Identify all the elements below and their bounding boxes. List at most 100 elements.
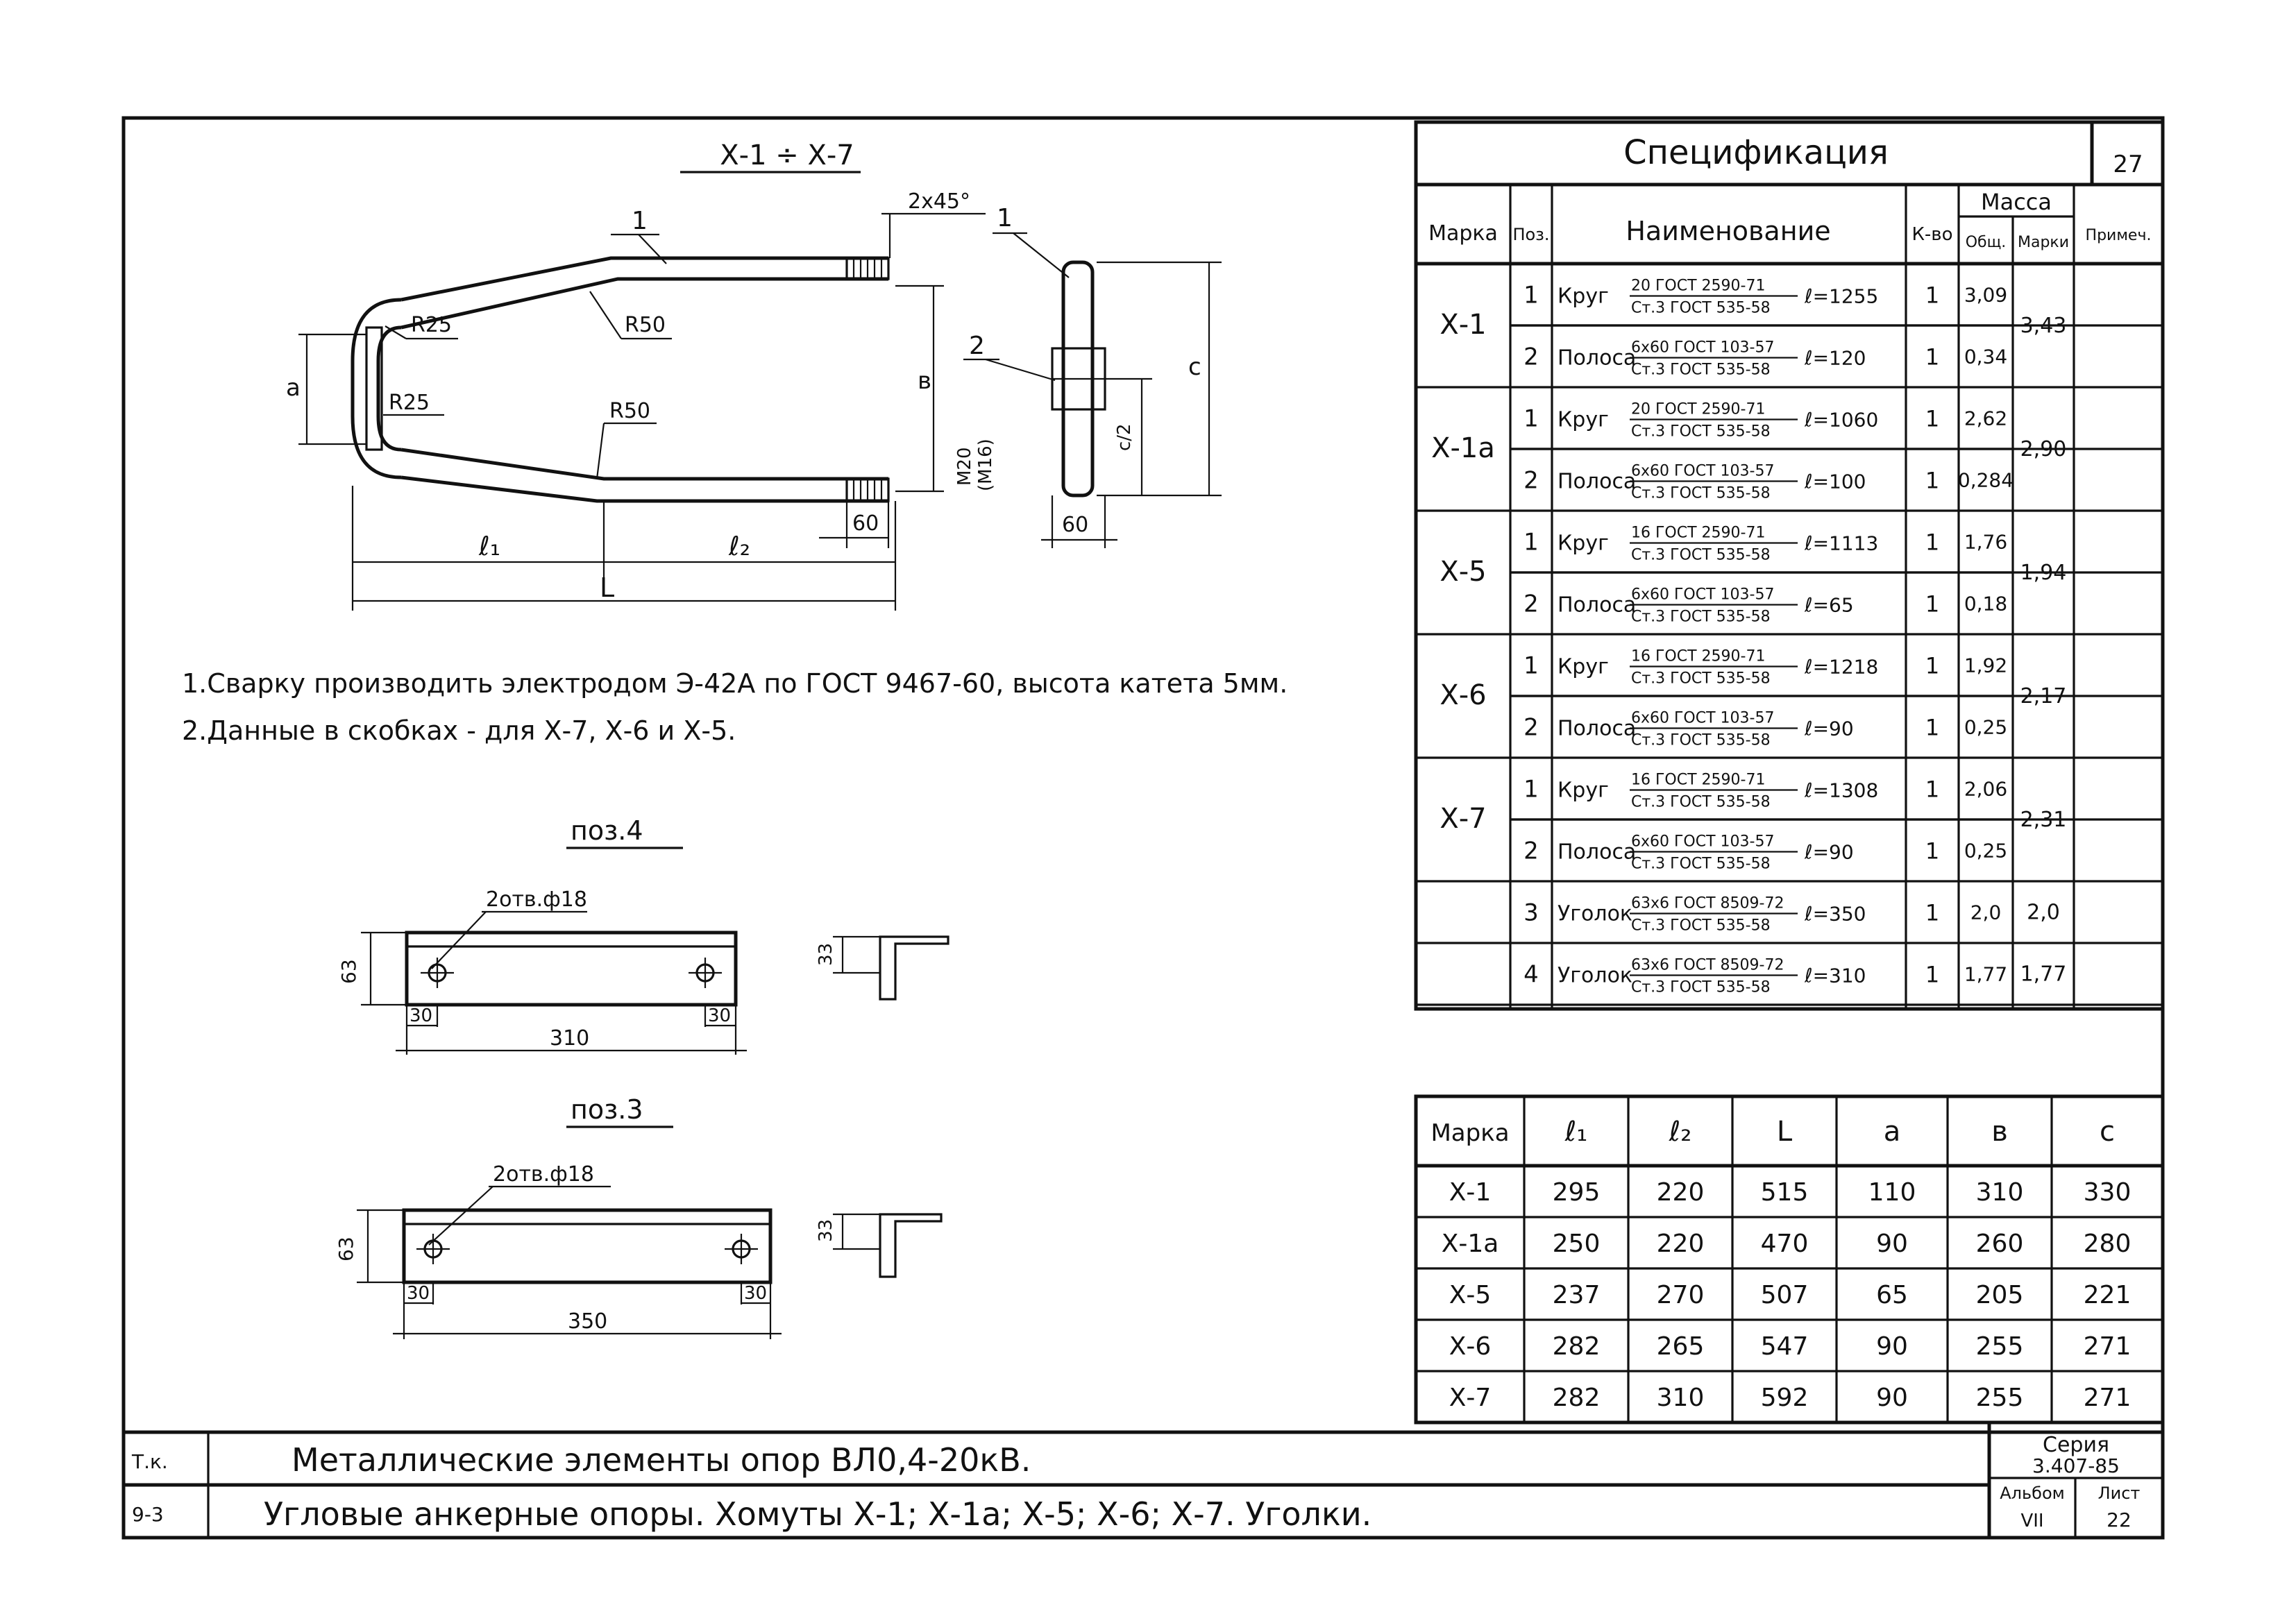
dims-header-cell: ℓ₁ xyxy=(1564,1116,1588,1148)
spec-cell-steel: Ст.3 ГОСТ 535-58 xyxy=(1631,362,1771,379)
dims-cell: Х-6 xyxy=(1449,1332,1492,1361)
spec-cell-pos: 2 xyxy=(1523,343,1539,371)
spec-cell-mark-mass: 1,94 xyxy=(2020,561,2067,585)
spec-cell-length: ℓ=90 xyxy=(1804,717,1854,740)
dims-cell: 470 xyxy=(1761,1230,1809,1258)
pos3-angle-section xyxy=(879,1213,943,1278)
pos3-edge-left: 30 xyxy=(407,1283,430,1304)
dims-cell: 255 xyxy=(1976,1384,2024,1412)
r25-top-label: R25 xyxy=(411,313,452,337)
spec-cell-steel: Ст.3 ГОСТ 535-58 xyxy=(1631,423,1771,441)
spec-cell-length: ℓ=90 xyxy=(1804,841,1854,864)
side-pos1-label: 1 xyxy=(997,204,1013,232)
dims-cell: Х-1а xyxy=(1442,1230,1499,1258)
r50-bot-label: R50 xyxy=(609,399,650,423)
spec-cell-pos: 2 xyxy=(1523,838,1539,865)
spec-cell-length: ℓ=350 xyxy=(1804,903,1866,926)
dim-a-label: а xyxy=(286,374,301,402)
spec-cell-item: Уголок xyxy=(1558,902,1632,926)
stamp-album-label: Альбом xyxy=(2000,1484,2065,1503)
dim-L-label: L xyxy=(600,572,614,603)
side-pos2-label: 2 xyxy=(969,332,985,360)
spec-cell-gost: 63х6 ГОСТ 8509-72 xyxy=(1631,957,1784,974)
dims-cell: 270 xyxy=(1657,1281,1705,1309)
spec-cell-mark-mass: 3,43 xyxy=(2020,314,2067,338)
spec-cell-mass: 0,34 xyxy=(1964,346,2007,368)
spec-cell-qty: 1 xyxy=(1925,282,1939,309)
dims-header-cell: с xyxy=(2100,1116,2115,1148)
dims-cell: 90 xyxy=(1876,1230,1908,1258)
spec-cell-pos: 1 xyxy=(1523,529,1539,556)
spec-cell-steel: Ст.3 ГОСТ 535-58 xyxy=(1631,670,1771,688)
dims-header-cell: ℓ₂ xyxy=(1669,1116,1692,1148)
pos4-angle-section xyxy=(879,935,949,1001)
pos4-length-label: 310 xyxy=(550,1026,589,1051)
spec-cell-mass: 0,25 xyxy=(1964,840,2007,863)
spec-cell-item: Полоса xyxy=(1558,717,1636,741)
dim-c-half-label: с/2 xyxy=(1114,423,1135,451)
bar-bend-outer xyxy=(351,298,402,479)
spec-cell-length: ℓ=100 xyxy=(1804,470,1866,493)
dims-header-cell: L xyxy=(1777,1116,1793,1148)
spec-cell-steel: Ст.3 ГОСТ 535-58 xyxy=(1631,547,1771,564)
spec-header-marka: Марка xyxy=(1428,221,1498,246)
spec-cell-pos: 1 xyxy=(1523,282,1539,309)
pos4-height-label: 63 xyxy=(337,959,360,984)
dims-cell: 221 xyxy=(2084,1281,2132,1309)
dims-cell: 90 xyxy=(1876,1384,1908,1412)
pos4-profile-label: 33 xyxy=(816,943,836,966)
spec-cell-mark-mass: 1,77 xyxy=(2020,962,2067,987)
bar-bottom-inner xyxy=(400,448,888,481)
dims-cell: 220 xyxy=(1657,1178,1705,1207)
pos4-edge-left: 30 xyxy=(410,1005,432,1026)
spec-cell-item: Уголок xyxy=(1558,964,1632,988)
plate-in-bend xyxy=(365,326,383,451)
dims-cell: 271 xyxy=(2084,1332,2132,1361)
spec-cell-qty: 1 xyxy=(1925,529,1939,556)
dims-cell: 110 xyxy=(1868,1178,1916,1207)
dims-cell: 310 xyxy=(1976,1178,2024,1207)
pos1-label: 1 xyxy=(632,207,648,235)
spec-cell-steel: Ст.3 ГОСТ 535-58 xyxy=(1631,856,1771,873)
pos3-profile-label: 33 xyxy=(816,1219,836,1242)
spec-cell-steel: Ст.3 ГОСТ 535-58 xyxy=(1631,609,1771,626)
spec-cell-item: Круг xyxy=(1558,779,1609,803)
stamp-line-1: Металлические элементы опор ВЛ0,4-20кВ. xyxy=(292,1441,1031,1479)
spec-cell-item: Круг xyxy=(1558,284,1609,309)
dims-cell: 282 xyxy=(1553,1332,1601,1361)
spec-cell-qty: 1 xyxy=(1925,406,1939,432)
pos4-edge-right: 30 xyxy=(708,1005,731,1026)
spec-cell-marka: Х-1а xyxy=(1431,432,1495,464)
clamp-drawing: Х-1 ÷ Х-7 2х45° 1 R25 R50 xyxy=(286,139,1222,611)
spec-cell-mass: 2,62 xyxy=(1964,407,2007,430)
spec-cell-pos: 4 xyxy=(1523,961,1539,989)
stamp-series-label: Серия xyxy=(2043,1433,2109,1457)
dims-cell: 310 xyxy=(1657,1384,1705,1412)
bar-top-outer xyxy=(400,256,888,302)
bar-bottom-outer xyxy=(400,475,888,503)
drawing-title: Х-1 ÷ Х-7 xyxy=(720,139,854,171)
dims-cell: Х-7 xyxy=(1449,1384,1492,1412)
spec-cell-qty: 1 xyxy=(1925,653,1939,679)
spec-cell-length: ℓ=65 xyxy=(1804,594,1854,617)
spec-cell-marka: Х-7 xyxy=(1440,803,1486,835)
spec-cell-length: ℓ=310 xyxy=(1804,965,1866,987)
spec-cell-gost: 16 ГОСТ 2590-71 xyxy=(1631,772,1765,789)
pos3-angle-plan xyxy=(402,1208,773,1284)
spec-cell-qty: 1 xyxy=(1925,838,1939,865)
spec-cell-gost: 20 ГОСТ 2590-71 xyxy=(1631,278,1765,295)
bar-top-inner xyxy=(400,277,888,330)
spec-cell-mass: 2,0 xyxy=(1970,901,2002,924)
dims-cell: 265 xyxy=(1657,1332,1705,1361)
r50-top-label: R50 xyxy=(625,313,666,337)
spec-cell-qty: 1 xyxy=(1925,900,1939,926)
thread-label: М20 xyxy=(954,447,975,486)
spec-cell-mark-mass: 2,0 xyxy=(2027,901,2060,925)
spec-header-mass-mark: Марки xyxy=(2018,234,2069,251)
plate-width-label: 60 xyxy=(1062,513,1088,537)
dims-cell: 280 xyxy=(2084,1230,2132,1258)
spec-header-mass-total: Общ. xyxy=(1966,234,2007,251)
dims-cell: 237 xyxy=(1553,1281,1601,1309)
